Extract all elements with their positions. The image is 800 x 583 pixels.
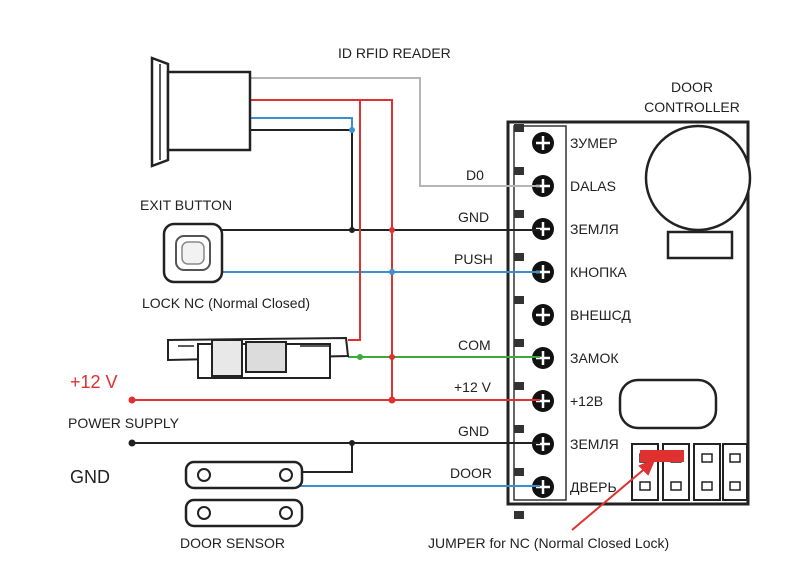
jumper-cap [640,450,684,462]
strip-tooth [514,210,524,218]
strip-tooth [514,382,524,390]
wire-label-plus12: +12 V [454,379,492,395]
door-sensor-label: DOOR SENSOR [180,535,285,551]
wire-sensor-gnd [300,443,353,473]
door-sensor-icon [184,460,304,528]
jumper-label: JUMPER for NC (Normal Closed Lock) [428,535,669,551]
controller-title-line2: CONTROLLER [644,99,740,115]
wire-label-door: DOOR [450,465,492,481]
ic-component [666,230,734,260]
terminal-label: DALAS [570,178,616,194]
power-supply-label: POWER SUPPLY [68,415,180,431]
exit-button-label: EXIT BUTTON [140,197,232,213]
wire-reader-red [250,99,393,400]
jumper-block [631,443,748,501]
wire-label-push: PUSH [454,251,493,267]
terminal-label: КНОПКА [570,264,627,280]
wire-reader-blue [250,117,353,130]
plus12-supply-label: +12 V [70,372,118,392]
lock-icon [167,336,350,379]
terminal-label: ЗУМЕР [570,135,618,151]
terminal-screw-icon [532,132,554,154]
buzzer-icon [644,124,752,232]
terminal-label: ЗАМОК [570,350,619,366]
strip-tooth [514,468,524,476]
terminal-label: ЗЕМЛЯ [570,221,619,237]
strip-tooth [514,124,524,132]
strip-tooth [514,425,524,433]
strip-tooth [514,253,524,261]
strip-tooth [514,339,524,347]
terminal-label: ДВЕРЬ [570,479,617,495]
wire-label-com: COM [458,337,491,353]
wire-label-d0: D0 [466,167,484,183]
terminal-screw-icon [532,304,554,326]
wire-lock-red [348,100,361,341]
strip-tooth [514,296,524,304]
strip-tooth [514,511,524,519]
gnd-supply-label: GND [70,467,110,487]
crystal-component [618,378,718,430]
terminal-screw-icon [532,433,554,455]
terminal-label: ВНЕШСД [570,307,631,323]
terminal-screw-icon [532,390,554,412]
strip-tooth [514,167,524,175]
exit-button-icon [162,222,224,284]
wire-d0 [250,77,540,187]
terminal-strip-teeth [514,124,524,519]
rfid-reader-icon [150,56,252,168]
wire-label-gnd-2: GND [458,423,489,439]
jumper-arrow-head [638,458,656,476]
controller-title-line1: DOOR [671,79,713,95]
junction-dots [128,127,396,447]
jumper-arrow-line [571,465,649,531]
terminal-list: ЗУМЕР DALAS ЗЕМЛЯ КНОПКА ВНЕШСД ЗАМОК +12В ЗЕМЛ… [532,132,631,498]
wires [132,77,656,531]
terminal-label: +12В [570,393,603,409]
wire-reader-black [250,129,353,230]
wire-label-gnd-1: GND [458,209,489,225]
reader-label: ID RFID READER [338,45,451,61]
lock-label: LOCK NC (Normal Closed) [142,295,310,311]
terminal-label: ЗЕМЛЯ [570,436,619,452]
